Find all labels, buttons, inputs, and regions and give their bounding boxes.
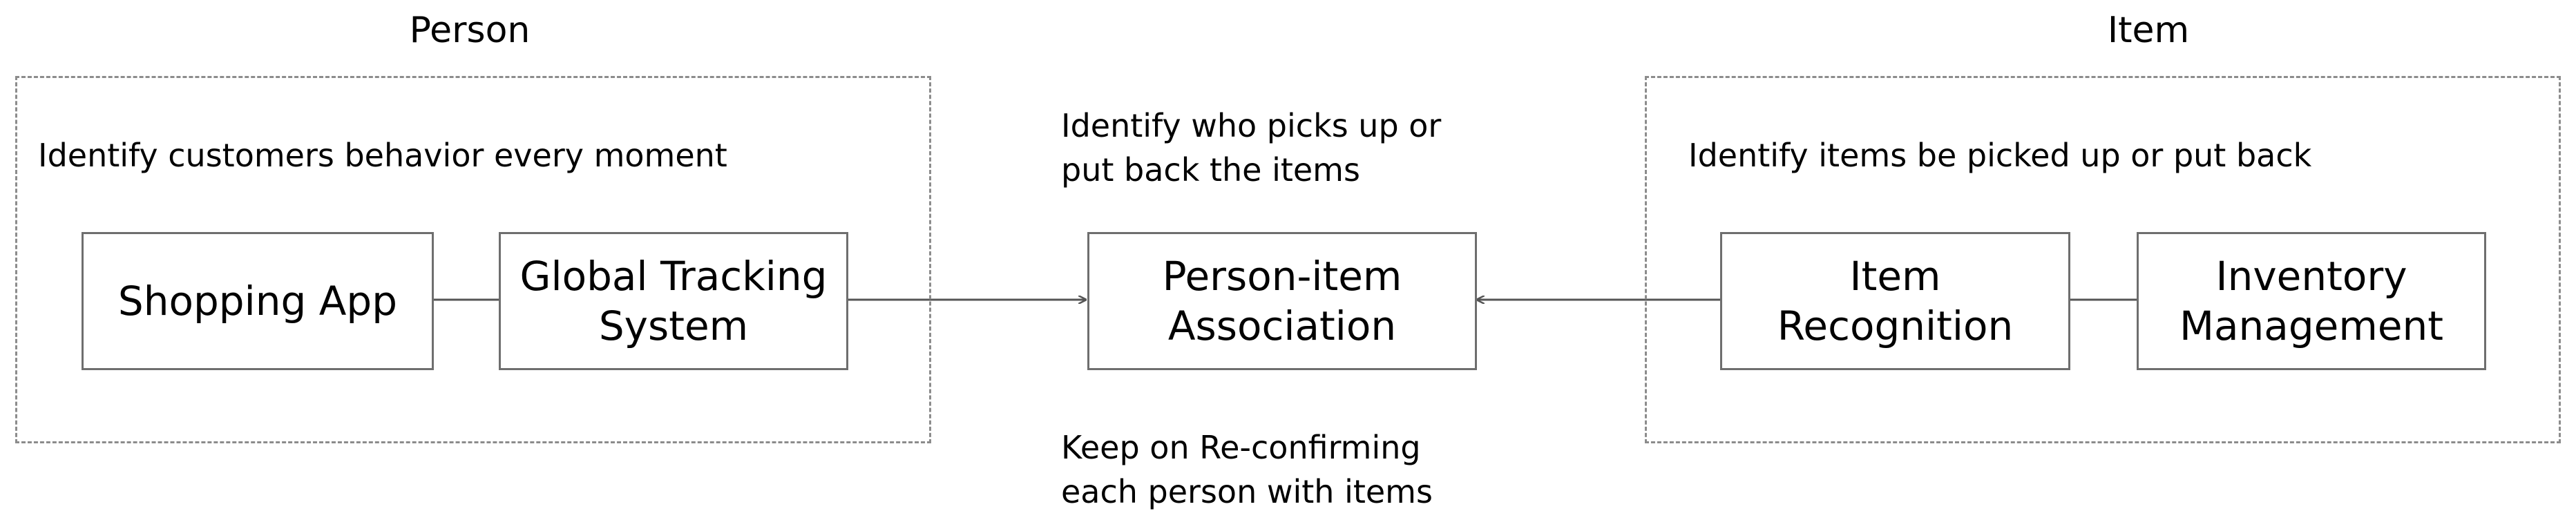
association-top-line1: Identify who picks up or [1061, 107, 1442, 144]
association-top-line2: put back the items [1061, 151, 1360, 189]
item-group: Identify items be picked up or put back [1645, 76, 2561, 443]
association-bottom-annotation: Keep on Re-confirming each person with i… [1061, 425, 1433, 514]
shopping-app-label: Shopping App [117, 278, 398, 325]
association-bottom-line1: Keep on Re-confirming [1061, 429, 1421, 466]
person-item-association-node[interactable]: Person-item Association [1087, 232, 1477, 370]
association-top-annotation: Identify who picks up or put back the it… [1061, 104, 1441, 192]
item-recognition-label-line2: Recognition [1777, 302, 2014, 349]
person-group-title: Person [409, 10, 531, 51]
item-recognition-label-line1: Item [1849, 253, 1941, 300]
inventory-management-node[interactable]: Inventory Management [2137, 232, 2486, 370]
global-tracking-node[interactable]: Global Tracking System [499, 232, 848, 370]
global-tracking-label-line2: System [598, 302, 749, 349]
association-label-line1: Person-item [1162, 253, 1402, 300]
association-bottom-line2: each person with items [1061, 473, 1433, 510]
shopping-app-node[interactable]: Shopping App [82, 232, 434, 370]
item-group-note: Identify items be picked up or put back [1688, 137, 2312, 174]
global-tracking-label-line1: Global Tracking [519, 253, 828, 300]
item-recognition-node[interactable]: Item Recognition [1720, 232, 2070, 370]
person-group: Identify customers behavior every moment [15, 76, 931, 443]
item-group-title: Item [2107, 10, 2190, 51]
association-label-line2: Association [1167, 302, 1397, 349]
person-group-note: Identify customers behavior every moment [38, 137, 727, 174]
inventory-label-line2: Management [2179, 302, 2444, 349]
inventory-label-line1: Inventory [2215, 253, 2407, 300]
